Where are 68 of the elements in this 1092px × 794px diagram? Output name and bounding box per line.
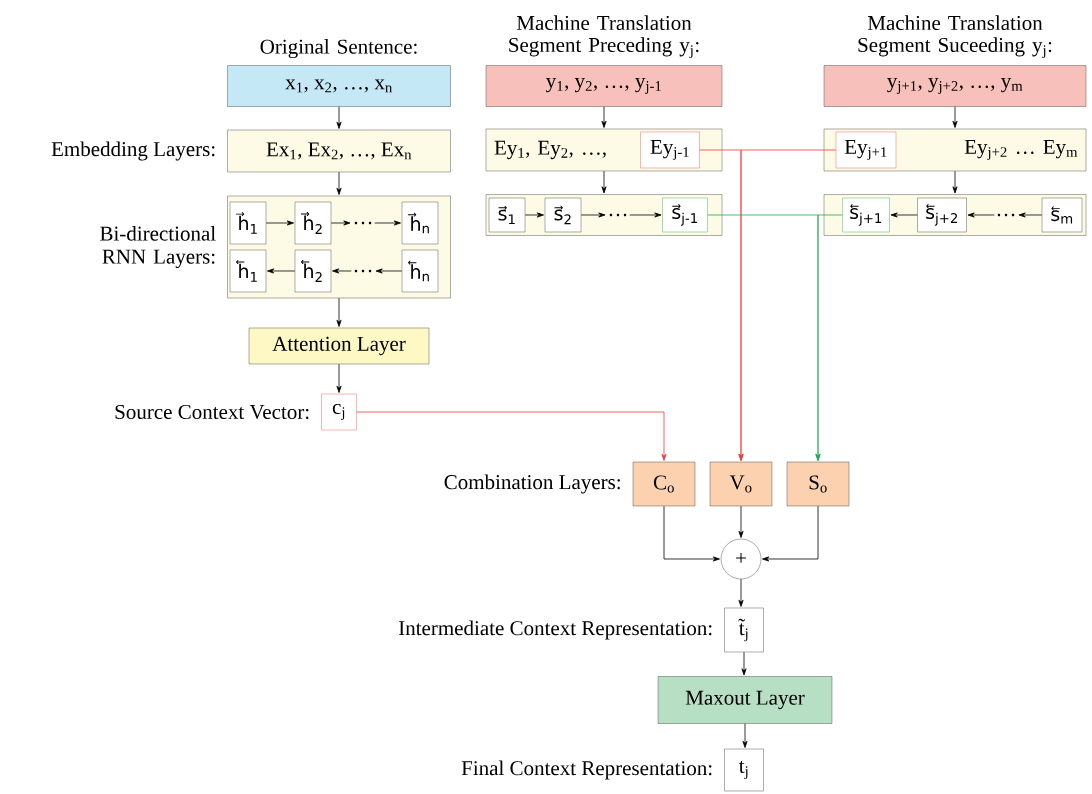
state-box: s⃖$_{j+1}$	[842, 197, 890, 233]
arrow	[601, 170, 607, 194]
state-box: s⃖$_{j+2}$	[917, 197, 967, 233]
arrow	[332, 268, 352, 274]
embedding-box: Ex$_{1}$, Ex$_{2}$, …, Ex$_{n}$	[227, 129, 451, 173]
arrow	[265, 220, 294, 226]
arrow	[738, 505, 744, 538]
state-box: h⃗$_{2}$	[294, 201, 332, 245]
state-box: s⃖$_{m}$	[1041, 197, 1083, 233]
arrow	[762, 505, 819, 562]
arrow	[336, 106, 342, 129]
layer-label: Intermediate Context Representation:	[398, 620, 712, 640]
arrow	[601, 106, 607, 128]
arrow	[336, 171, 342, 195]
vector-box: Ey$_{j+1}$	[835, 131, 897, 169]
state-box: h⃗$_{1}$	[229, 201, 267, 245]
combination-box: C$_{o}$	[632, 461, 696, 507]
state-box: h⃖$_{1}$	[229, 249, 267, 293]
input-box: x$_{1}$, x$_{2}$, …, x$_{n}$	[227, 65, 451, 107]
arrow	[267, 268, 296, 274]
arrow	[580, 212, 606, 218]
layer-label: Source Context Vector:	[115, 404, 309, 420]
arrow	[336, 297, 342, 327]
state-box: s⃗$_{1}$	[488, 197, 526, 233]
arrow	[663, 505, 720, 562]
heading: Machine Translation Segment Preceding y$_{j}$:	[509, 15, 699, 59]
arrow	[356, 411, 667, 461]
layer-label: Combination Layers:	[444, 474, 620, 494]
input-box: y$_{1}$, y$_{2}$, …, y$_{j-1}$	[485, 65, 723, 107]
arrow	[330, 220, 351, 226]
vector-box: t̃$_{j}$	[724, 607, 764, 653]
arrow	[629, 212, 662, 218]
ellipsis: …	[354, 269, 372, 273]
vector-box: Ey$_{j-1}$	[640, 131, 700, 169]
arrow	[375, 268, 403, 274]
ellipsis: …	[354, 221, 372, 225]
maxout-layer-box: Maxout Layer	[657, 676, 833, 724]
state-box: s⃗$_{j-1}$	[662, 197, 708, 233]
arrow	[815, 214, 843, 461]
heading: Original Sentence:	[260, 39, 417, 59]
arrow	[967, 212, 995, 218]
heading: Machine Translation Segment Suceeding y$_{j}$:	[858, 15, 1052, 59]
vector-box: t$_{j}$	[724, 748, 764, 792]
arrow	[524, 212, 544, 218]
ellipsis: …	[609, 213, 627, 217]
input-box: y$_{j+1}$, y$_{j+2}$, …, y$_{m}$	[823, 65, 1087, 107]
state-box: h⃗$_{n}$	[401, 201, 439, 245]
arrow	[742, 723, 748, 748]
state-box: s⃗$_{2}$	[544, 197, 582, 233]
arrow	[738, 578, 744, 607]
combination-box: S$_{o}$	[786, 461, 850, 507]
arrow	[1018, 212, 1043, 218]
ellipsis: …	[997, 213, 1015, 217]
layer-label: Bi-directional RNN Layers:	[100, 225, 216, 269]
arrow	[374, 220, 401, 226]
arrow	[890, 212, 918, 218]
attention-layer-box: Attention Layer	[248, 327, 430, 365]
arrow	[336, 363, 342, 393]
combination-box: V$_{o}$	[709, 461, 773, 507]
arrow	[738, 149, 837, 461]
layer-label: Final Context Representation:	[461, 760, 712, 780]
layer-label: Embedding Layers:	[51, 141, 215, 161]
state-box: h⃖$_{n}$	[401, 249, 439, 293]
vector-box: c$_{j}$	[321, 393, 357, 431]
arrow	[952, 170, 958, 194]
arrow	[741, 651, 747, 676]
state-box: h⃖$_{2}$	[294, 249, 332, 293]
arrow	[952, 106, 958, 128]
